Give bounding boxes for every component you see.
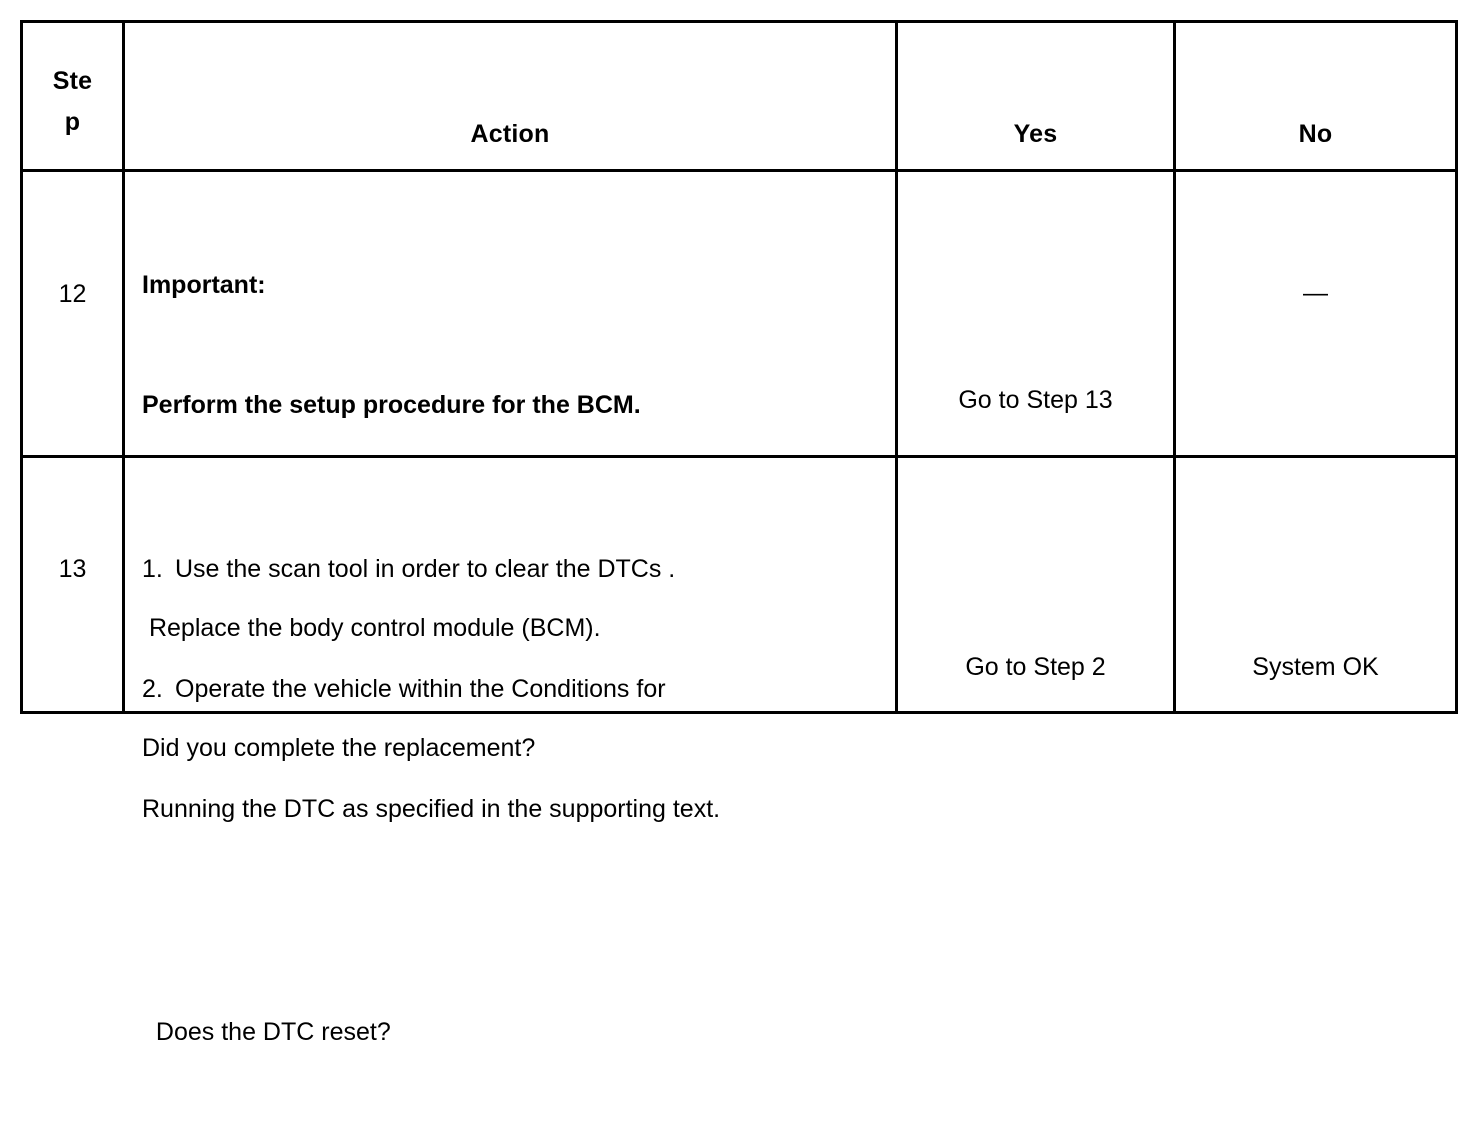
action-list-text: Operate the vehicle within the Condition…	[175, 675, 666, 703]
no-outcome-cell: System OK	[1173, 455, 1458, 714]
action-line: Perform the setup procedure for the BCM.	[142, 391, 641, 419]
action-line: Important:	[142, 271, 266, 299]
action-line-spacer	[142, 909, 885, 932]
action-text: Important: Perform the setup procedure f…	[142, 185, 885, 848]
step-number-cell: 12	[20, 169, 125, 458]
action-cell: 1. Use the scan tool in order to clear t…	[122, 455, 898, 1046]
column-header-step: Step	[20, 20, 125, 172]
table-row: 13 1. Use the scan tool in order to clea…	[20, 455, 1458, 1046]
column-header-action-label: Action	[470, 120, 550, 148]
no-outcome-cell: —	[1173, 169, 1458, 458]
action-cell: Important: Perform the setup procedure f…	[122, 169, 898, 762]
table-row: 12 Important: Perform the setup procedur…	[20, 169, 1458, 762]
document-page: Step Action Yes No 12	[20, 20, 1458, 1046]
column-header-action: Action	[122, 20, 898, 172]
yes-outcome-text: Go to Step 13	[958, 386, 1113, 414]
action-list-item: 1. Use the scan tool in order to clear t…	[142, 549, 885, 589]
step-number-cell: 13	[20, 455, 125, 714]
column-header-yes: Yes	[895, 20, 1176, 172]
step-number: 12	[58, 280, 87, 308]
action-line: Replace the body control module (BCM).	[142, 614, 601, 642]
action-list-text: Use the scan tool in order to clear the …	[175, 555, 676, 583]
action-line: Does the DTC reset?	[142, 1018, 391, 1046]
yes-outcome-text: Go to Step 2	[965, 653, 1106, 681]
action-list-marker: 1.	[142, 555, 163, 583]
action-list-item: 2. Operate the vehicle within the Condit…	[142, 669, 885, 709]
no-outcome-text: —	[1303, 279, 1328, 307]
action-text: 1. Use the scan tool in order to clear t…	[142, 469, 885, 1132]
diagnostic-step-table: Step Action Yes No 12	[20, 20, 1458, 1046]
yes-outcome-cell: Go to Step 13	[895, 169, 1176, 458]
column-header-no-label: No	[1298, 120, 1333, 148]
column-header-yes-label: Yes	[1013, 120, 1058, 148]
step-number: 13	[58, 555, 87, 583]
yes-outcome-cell: Go to Step 2	[895, 455, 1176, 714]
no-outcome-text: System OK	[1252, 653, 1379, 681]
action-line: Running the DTC as specified in the supp…	[142, 795, 721, 823]
column-header-step-label: Step	[52, 67, 93, 136]
column-header-no: No	[1173, 20, 1458, 172]
action-list-marker: 2.	[142, 675, 163, 703]
table-header-row: Step Action Yes No	[20, 20, 1458, 172]
